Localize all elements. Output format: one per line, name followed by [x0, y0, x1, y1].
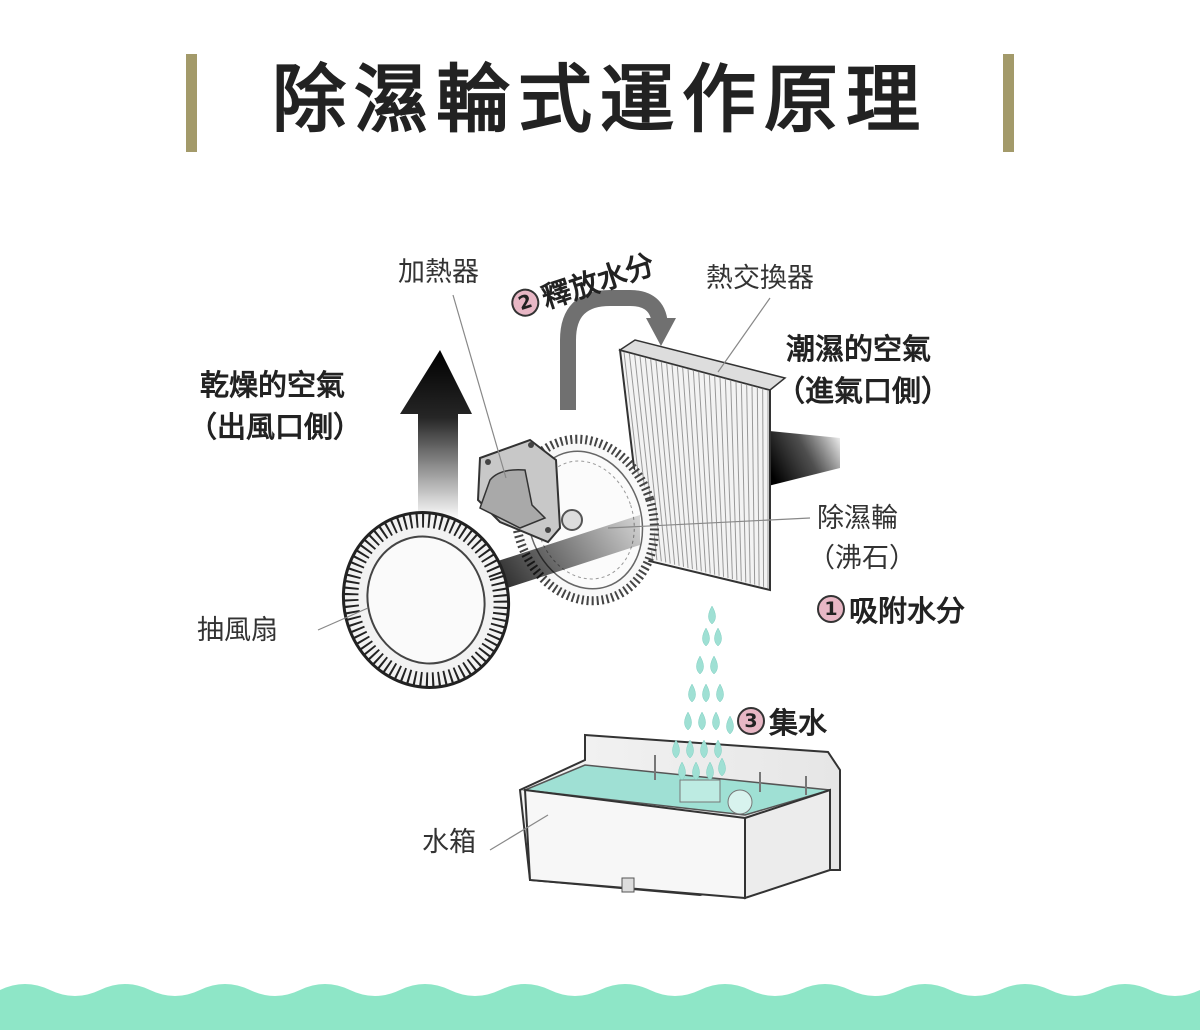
step-number-badge: 1: [817, 595, 845, 623]
label-humid-air: 潮濕的空氣: [786, 332, 932, 366]
step-number-badge: 3: [737, 707, 765, 735]
step-collect-water: 3 集水: [737, 700, 827, 742]
label-fan: 抽風扇: [197, 615, 278, 646]
label-heat-exchanger: 熱交換器: [706, 263, 814, 294]
label-water-tank: 水箱: [422, 827, 476, 858]
title-bar-right: [1003, 54, 1014, 152]
label-zeolite: （沸石）: [808, 543, 916, 574]
bottom-wave: [0, 984, 1200, 1030]
label-humid-air-side: （進氣口側）: [776, 374, 951, 408]
label-desiccant-wheel: 除濕輪: [817, 503, 898, 534]
dry-air-arrow: [400, 350, 472, 520]
title-bar-left: [186, 54, 197, 152]
exhaust-fan: [341, 511, 511, 689]
step-text: 吸附水分: [849, 594, 966, 628]
step-text: 集水: [769, 706, 828, 740]
label-dry-air: 乾燥的空氣: [200, 368, 346, 402]
label-dry-air-side: （出風口側）: [188, 410, 363, 444]
leader-lines: [317, 294, 811, 851]
water-tank: [518, 733, 841, 900]
water-droplets: [672, 605, 734, 781]
heater: [476, 438, 562, 544]
page-title: 除濕輪式運作原理: [272, 57, 928, 143]
label-heater: 加熱器: [398, 257, 479, 288]
release-water-arrow: [560, 290, 676, 410]
step-absorb-water: 1 吸附水分: [817, 588, 965, 630]
